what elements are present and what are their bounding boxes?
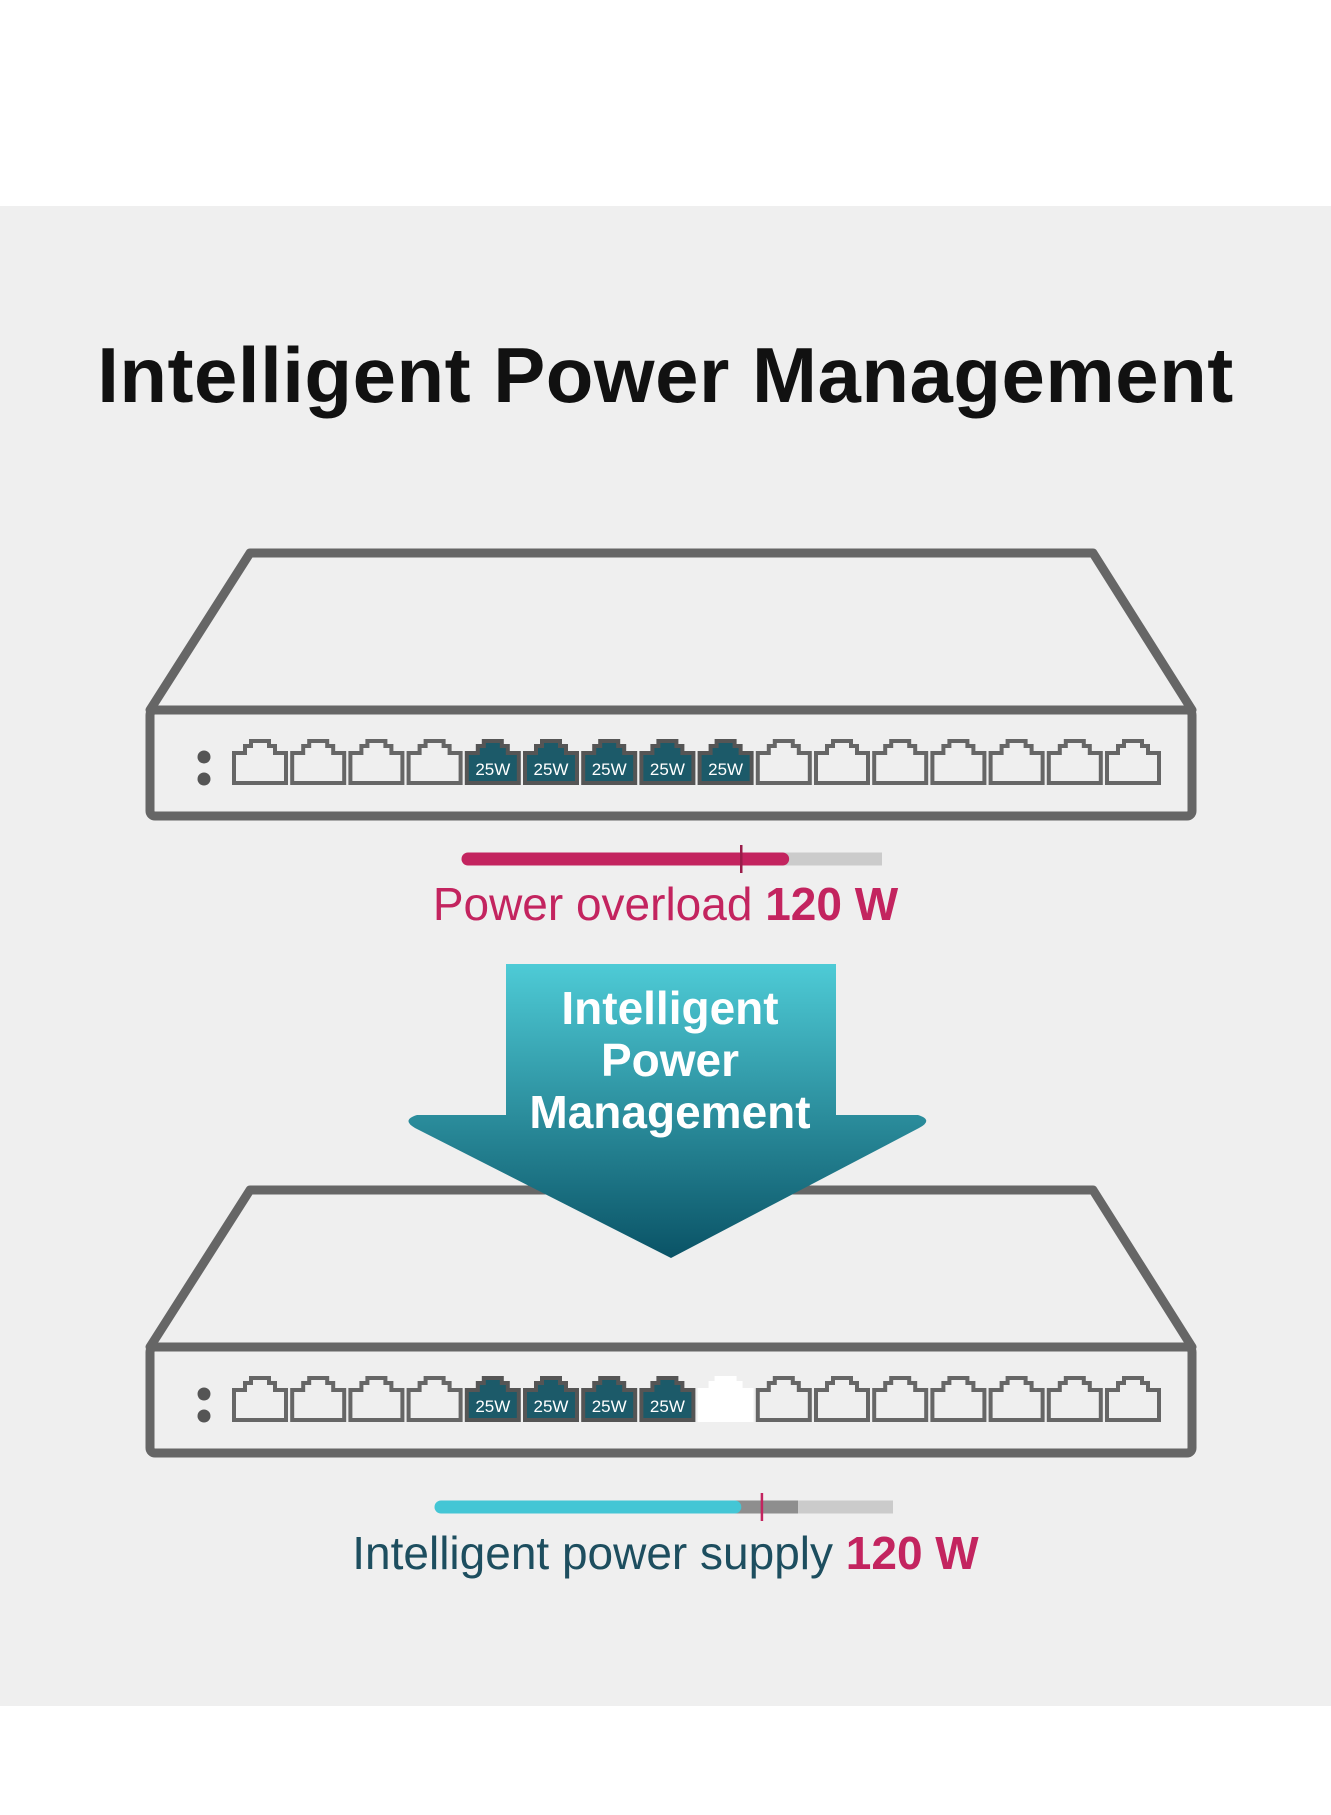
poe-port-active [464,739,521,785]
port-row: 25W 25W 25W 25W 25W [232,739,1161,785]
bottom-caption: Intelligent power supply 120 W [0,1526,1331,1580]
status-led [197,1409,211,1423]
ethernet-port-icon [232,739,288,785]
power-overload-bar [461,845,882,873]
status-led [197,750,211,764]
poe-port-active [639,739,696,785]
ethernet-port-icon [755,739,812,785]
status-led [197,1387,211,1401]
intelligent-power-management-arrow: Intelligent Power Management [408,964,927,1258]
port-wattage-label: 25W [534,760,569,779]
ethernet-port-icon [872,739,929,785]
port-wattage-label: 25W [708,760,743,779]
ethernet-port-icon [1105,739,1161,785]
ethernet-port-icon [290,1376,347,1422]
page-title: Intelligent Power Management [97,331,1234,419]
status-led [197,772,211,786]
ethernet-port-icon [930,739,987,785]
poe-port-active [581,739,638,785]
ethernet-port-icon [988,739,1045,785]
poe-port-active [523,1376,579,1422]
ethernet-port-icon [232,1376,288,1422]
ethernet-port-icon [988,1376,1045,1422]
power-supply-bar [434,1493,893,1521]
ethernet-port-icon [406,1376,463,1422]
ethernet-port-icon [1046,739,1103,785]
port-wattage-label: 25W [650,760,685,779]
poe-port-active [523,739,579,785]
caption-text: Intelligent power supply [352,1527,846,1579]
poe-port-active [581,1376,638,1422]
port-wattage-label: 25W [475,760,510,779]
ethernet-port-icon [290,739,347,785]
ethernet-port-icon [872,1376,929,1422]
port-wattage-label: 25W [475,1397,510,1416]
caption-value: 120 W [845,1527,979,1579]
ethernet-port-icon [1105,1376,1161,1422]
ethernet-port-icon [348,739,405,785]
bottom-switch: 25W 25W 25W 25W [145,1185,1197,1458]
top-caption: Power overload 120 W [0,877,1331,931]
poe-port-active [697,739,754,785]
ethernet-port-icon [814,739,870,785]
poe-port-active [639,1376,696,1422]
arrow-down-icon [408,964,927,1258]
arrow-label-line1: Intelligent [561,982,778,1034]
arrow-label-line2: Power [601,1034,739,1086]
poe-port-cut [697,1376,754,1422]
caption-value: 120 W [765,878,899,930]
ethernet-port-icon [348,1376,405,1422]
ethernet-port-icon [1046,1376,1103,1422]
port-wattage-label: 25W [592,760,627,779]
port-wattage-label: 25W [650,1397,685,1416]
port-wattage-label: 25W [592,1397,627,1416]
ethernet-port-icon [930,1376,987,1422]
ethernet-port-icon [814,1376,870,1422]
port-row: 25W 25W 25W 25W [232,1376,1161,1422]
ethernet-port-icon [406,739,463,785]
caption-text: Power overload [432,878,766,930]
poe-port-active [464,1376,521,1422]
switch-top-surface [145,548,1197,715]
top-switch: 25W 25W 25W 25W 25W [145,548,1197,821]
port-wattage-label: 25W [534,1397,569,1416]
ethernet-port-icon [755,1376,812,1422]
arrow-label-line3: Management [529,1086,810,1138]
